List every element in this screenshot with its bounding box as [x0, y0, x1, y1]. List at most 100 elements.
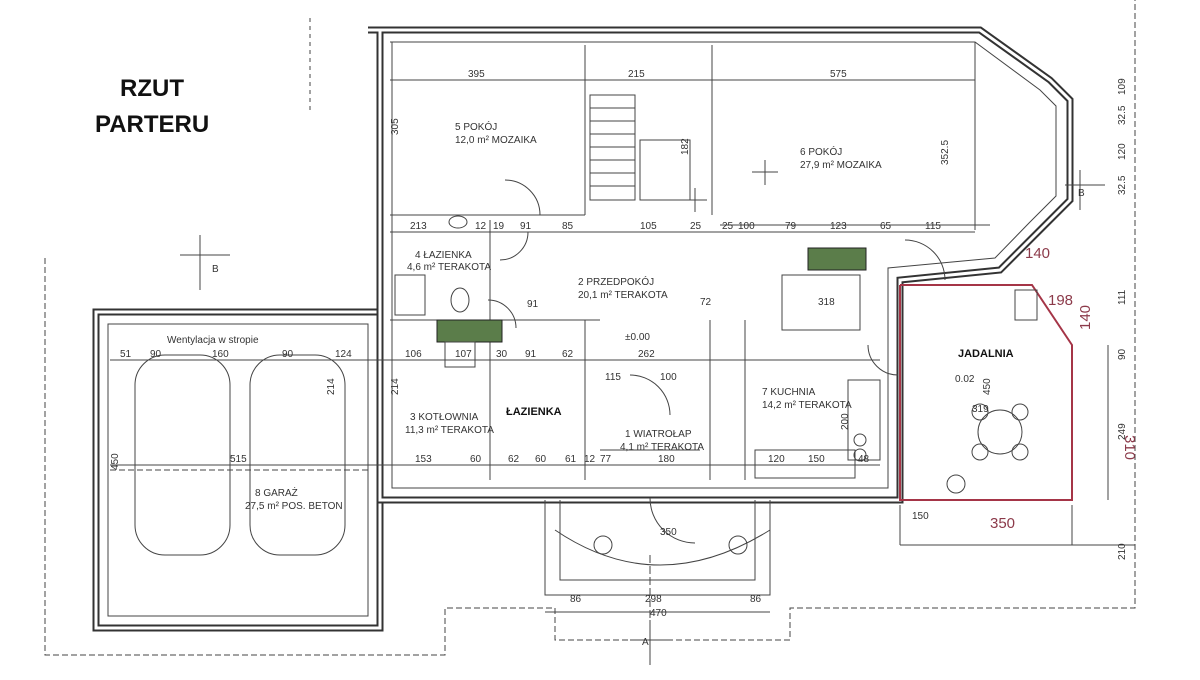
door-swings: [487, 179, 946, 544]
dim-top-395: 395: [468, 69, 485, 80]
dim-right-249: 249: [1117, 423, 1128, 440]
section-markers: B B A: [180, 160, 1105, 665]
dim-r4-100: 100: [660, 372, 677, 383]
dim-r2-115: 115: [925, 221, 941, 232]
dim-r4-115: 115: [605, 372, 621, 383]
section-a-bottom: A: [642, 637, 649, 648]
plan-title-line1: RZUT: [120, 75, 184, 102]
svg-text:1 WIATROŁAP: 1 WIATROŁAP: [625, 429, 692, 440]
dim-r5-60b: 60: [535, 454, 547, 465]
dim-r2-25a: 25: [690, 221, 702, 232]
dim-r2-25b: 25: [722, 221, 734, 232]
dim-entry-350: 350: [660, 527, 677, 538]
garage-car-outlines: [110, 354, 370, 556]
dim-red-198: 198: [1048, 292, 1073, 309]
svg-text:2 PRZEDPOKÓJ: 2 PRZEDPOKÓJ: [578, 275, 654, 288]
kitchen-furniture: [754, 274, 881, 479]
level-dining: 0.02: [955, 374, 975, 385]
dim-r3-30: 30: [496, 349, 508, 360]
room-label-pokoj6: 6 POKÓJ 27,9 m² MOZAIKA: [800, 145, 882, 171]
svg-text:12,0 m² MOZAIKA: 12,0 m² MOZAIKA: [455, 135, 537, 146]
dim-side-182: 182: [680, 138, 691, 155]
room-label-wiatrolap: 1 WIATROŁAP 4,1 m² TERAKOTA: [620, 429, 704, 453]
dim-r3-318: 318: [818, 297, 835, 308]
section-b-left: B: [212, 264, 219, 275]
dim-side-214b: 214: [326, 378, 337, 395]
dim-right-32a: 32.5: [1117, 105, 1128, 125]
room-label-przedpokoj: 2 PRZEDPOKÓJ 20,1 m² TERAKOTA: [578, 275, 668, 301]
bathroom-fixtures: [394, 215, 476, 368]
dim-r2-12: 12: [475, 221, 487, 232]
dim-top-575: 575: [830, 69, 847, 80]
dim-r3-51: 51: [120, 349, 132, 360]
dim-red-140a: 140: [1025, 245, 1050, 262]
dim-r2-213: 213: [410, 221, 427, 232]
dim-entry-470: 470: [650, 608, 667, 619]
dim-r2-123: 123: [830, 221, 847, 232]
svg-text:3 KOTŁOWNIA: 3 KOTŁOWNIA: [410, 412, 479, 423]
dimension-lines: [110, 79, 975, 613]
dim-side-214a: 214: [390, 378, 401, 395]
section-b-right: B: [1078, 188, 1085, 199]
dim-entry-86a: 86: [570, 594, 582, 605]
room-label-pokoj5: 5 POKÓJ 12,0 m² MOZAIKA: [455, 120, 537, 146]
dim-right-210: 210: [1117, 543, 1128, 560]
svg-text:20,1 m² TERAKOTA: 20,1 m² TERAKOTA: [578, 290, 668, 301]
dim-side-352: 352.5: [940, 140, 951, 165]
dim-r5-12: 12: [584, 454, 596, 465]
dim-r2-19: 19: [493, 221, 505, 232]
svg-text:4 ŁAZIENKA: 4 ŁAZIENKA: [415, 250, 472, 261]
site-boundary: [44, 0, 1136, 656]
wentylacja-note: Wentylacja w stropie: [167, 335, 259, 346]
room-label-kotlownia: 3 KOTŁOWNIA 11,3 m² TERAKOTA: [405, 412, 494, 436]
dim-r5-120: 120: [768, 454, 785, 465]
room-label-jadalnia: JADALNIA: [958, 348, 1014, 360]
svg-text:6 POKÓJ: 6 POKÓJ: [800, 145, 842, 158]
dim-right-150: 150: [912, 511, 929, 522]
dim-r5-77: 77: [600, 454, 612, 465]
dim-r5-61: 61: [565, 454, 577, 465]
dim-r3-90a: 90: [150, 349, 162, 360]
dim-r2-65: 65: [880, 221, 892, 232]
dim-misc-450: 450: [982, 378, 993, 395]
dim-right-90: 90: [1117, 348, 1128, 360]
main-house-walls: [368, 26, 1074, 504]
room-label-lazienka4: 4 ŁAZIENKA 4,6 m² TERAKOTA: [407, 250, 491, 273]
svg-text:4,6 m² TERAKOTA: 4,6 m² TERAKOTA: [407, 262, 491, 273]
staircase: [589, 94, 691, 201]
svg-text:8 GARAŻ: 8 GARAŻ: [255, 486, 298, 499]
dim-r2-100: 100: [738, 221, 755, 232]
dim-r3-90b: 90: [282, 349, 294, 360]
dim-r3-107: 107: [455, 349, 472, 360]
dim-right-120: 120: [1117, 143, 1128, 160]
dim-red-140b: 140: [1077, 305, 1094, 330]
room-label-kuchnia: 7 KUCHNIA 14,2 m² TERAKOTA: [762, 387, 852, 411]
dim-red-310: 310: [1121, 435, 1138, 460]
dim-r2-85: 85: [562, 221, 574, 232]
dim-r3-124: 124: [335, 349, 352, 360]
room-label-lazienka: ŁAZIENKA: [506, 406, 562, 418]
dim-misc-91: 91: [527, 299, 539, 310]
fireplace-hatch-1: [436, 319, 503, 343]
entrance-terrace: [544, 500, 771, 660]
svg-text:11,3 m² TERAKOTA: 11,3 m² TERAKOTA: [405, 425, 494, 436]
dim-r3-160: 160: [212, 349, 229, 360]
plan-title-line2: PARTERU: [95, 111, 209, 138]
dim-red-350: 350: [990, 515, 1015, 532]
svg-text:27,9 m² MOZAIKA: 27,9 m² MOZAIKA: [800, 160, 882, 171]
fireplace-hatch-2: [807, 247, 867, 271]
bay-window: [720, 42, 990, 230]
dim-r5-48: 48: [858, 454, 870, 465]
dim-r2-79: 79: [785, 221, 797, 232]
dim-r3-62: 62: [562, 349, 574, 360]
dim-r3-106: 106: [405, 349, 422, 360]
dim-r5-180: 180: [658, 454, 675, 465]
dim-right-109: 109: [1117, 78, 1128, 95]
dim-r5-62: 62: [508, 454, 520, 465]
dim-misc-200: 200: [840, 413, 851, 430]
dim-entry-298: 298: [645, 594, 662, 605]
room-label-garaz: 8 GARAŻ 27,5 m² POS. BETON: [245, 486, 343, 512]
svg-text:4,1 m² TERAKOTA: 4,1 m² TERAKOTA: [620, 442, 704, 453]
dim-r5-150: 150: [808, 454, 825, 465]
